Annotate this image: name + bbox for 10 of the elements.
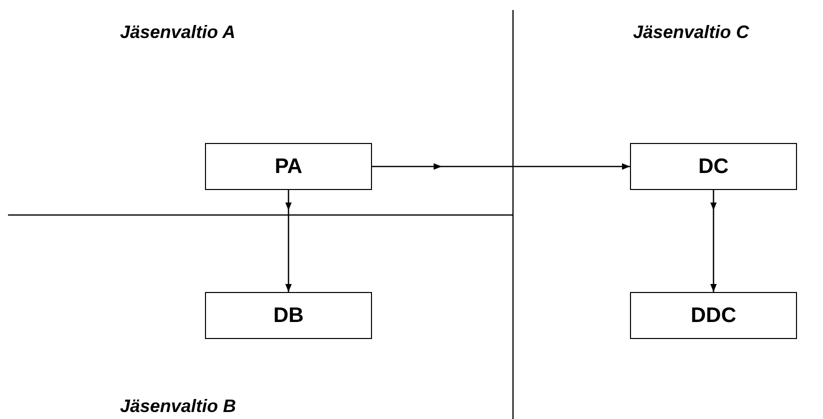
region-label: Jäsenvaltio B	[120, 396, 236, 417]
arrow	[372, 163, 630, 170]
region-label: Jäsenvaltio A	[120, 22, 236, 43]
process-box: PA	[205, 143, 372, 190]
arrow	[285, 190, 292, 292]
process-box: DB	[205, 292, 372, 339]
process-box: DDC	[630, 292, 797, 339]
region-label: Jäsenvaltio C	[633, 22, 750, 43]
arrow	[710, 190, 717, 292]
process-box: DC	[630, 143, 797, 190]
